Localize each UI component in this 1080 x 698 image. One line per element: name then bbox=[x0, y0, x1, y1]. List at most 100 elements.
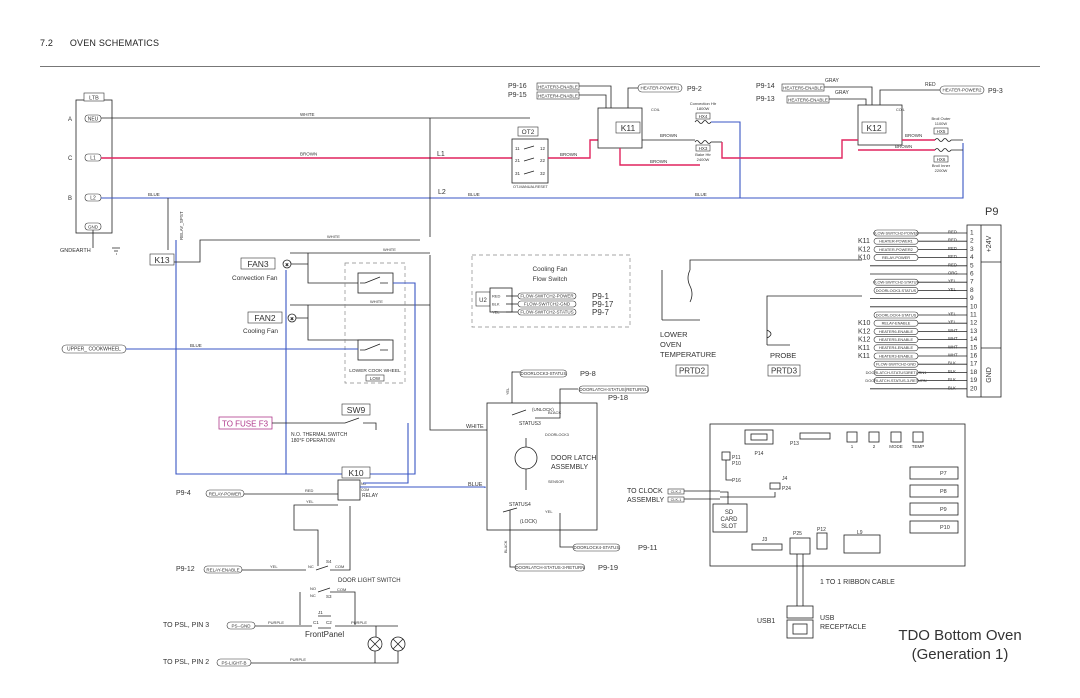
p9-pin-number: 16 bbox=[970, 353, 978, 360]
hx4-name: Convection Htr bbox=[690, 101, 717, 106]
board-p14: P14 bbox=[755, 451, 764, 457]
board-button bbox=[890, 431, 902, 443]
latch-tag-box bbox=[519, 369, 568, 378]
l1-wire-label: BROWN bbox=[300, 152, 317, 157]
k12-relay: P9-14 HEATER5-ENABLE P9-13 HEATER6-ENABL… bbox=[756, 78, 1003, 146]
k11-relay: P9-16 HEATER3-ENABLE P9-15 HEATER4-ENABL… bbox=[508, 82, 702, 149]
l2-label: L2 bbox=[438, 189, 446, 196]
probe-sensor: PROBE PRTD3 bbox=[766, 295, 862, 377]
p9-pin-number: 8 bbox=[970, 287, 974, 294]
flow-row-color: RED bbox=[492, 294, 501, 299]
usb-label-1: USB bbox=[820, 615, 835, 622]
latch-tag-box bbox=[514, 563, 586, 572]
l1-label: L1 bbox=[437, 151, 445, 158]
p9-tag-box bbox=[873, 254, 919, 261]
p9-pin-number: 2 bbox=[970, 238, 974, 245]
front-panel: TO PSL, PIN 3 PS--GND PURPLE PURPLE C1 C… bbox=[163, 610, 406, 667]
prtd2-tag: PRTD2 bbox=[679, 367, 706, 376]
p9-connector: P9 +24V GND 1REDFLOW-SWITCH2-POWER2REDHE… bbox=[858, 206, 1002, 398]
k12-tag2: HEATER6-ENABLE bbox=[788, 98, 828, 103]
fan2-white-label: WHITE bbox=[370, 299, 383, 304]
flow-row-pin: P9-1 bbox=[592, 292, 609, 301]
latch-tag-box bbox=[572, 543, 621, 552]
k11-out-wire-label: BROWN bbox=[660, 133, 677, 138]
p9-wire-color: RED bbox=[948, 254, 957, 259]
p9-tag-box bbox=[873, 246, 919, 253]
lower-cookwheel-label: LOWER COOK WHEEL bbox=[349, 368, 401, 374]
p9-pin-number: 19 bbox=[970, 377, 978, 384]
fan2: FAN2 ✖ Cooling Fan bbox=[243, 305, 390, 341]
p9-tag: DOORLOCK3-STATUS bbox=[876, 288, 917, 293]
p9-tag-box bbox=[873, 344, 919, 352]
hx6-watts: 2200W bbox=[935, 168, 948, 173]
k10-blue-label: BLUE bbox=[468, 482, 483, 488]
p9-tag-box bbox=[873, 311, 919, 319]
s3-nc: NC bbox=[310, 593, 316, 598]
lower-oven-l1: LOWER bbox=[660, 330, 688, 339]
hx3-label: HX3 bbox=[699, 146, 708, 151]
board-p10: P10 bbox=[732, 461, 741, 467]
board-right-connector bbox=[909, 502, 959, 516]
p9-pin-number: 17 bbox=[970, 361, 978, 368]
ot2-pin-31: 31 bbox=[515, 171, 521, 176]
latch-tag-pin: P9-8 bbox=[580, 369, 596, 378]
flow-row-tag-box bbox=[517, 292, 577, 300]
usb-label-2: RECEPTACLE bbox=[820, 624, 866, 631]
board-p11: P11 bbox=[732, 455, 741, 461]
ltb-label: LTB bbox=[89, 96, 99, 102]
p9-pin-number: 4 bbox=[970, 254, 974, 261]
fp-c1: C1 bbox=[313, 620, 319, 625]
latch-tag: DOORLATCH-STATUS(RETURN1) bbox=[579, 387, 649, 392]
board-right-connector bbox=[909, 466, 959, 480]
psl2-purple: PURPLE bbox=[290, 657, 306, 662]
l2-wire bbox=[101, 143, 964, 199]
p9-pin-number: 20 bbox=[970, 385, 978, 392]
p9-pin-number: 12 bbox=[970, 320, 978, 327]
fan3-label: FAN3 bbox=[247, 259, 269, 269]
ltb-row-c: C bbox=[68, 156, 73, 162]
hx4-watts: 1800W bbox=[697, 106, 710, 111]
p9-wire-color: WHT bbox=[948, 353, 958, 358]
sd-label-2: CARD bbox=[720, 517, 738, 523]
hx3-watts: 2400W bbox=[697, 157, 710, 162]
ot2-note: OT-MANUALRESET bbox=[513, 185, 548, 189]
ot2-thermostat: OT2 11 12 21 22 31 32 OT-MANUALRESET bbox=[511, 126, 548, 189]
diagram-title-line2: (Generation 1) bbox=[911, 646, 1009, 663]
board-button bbox=[846, 431, 858, 443]
fuse-f3-label: TO FUSE F3 bbox=[222, 420, 269, 429]
k11-hx3-wire bbox=[619, 148, 700, 166]
k12-tag2-pin: P9-13 bbox=[756, 96, 775, 103]
latch-black-1: BLACK bbox=[548, 410, 561, 415]
p9-tag: DOORLATCH-STATUS3RETURN1 bbox=[866, 370, 927, 375]
k10-enable-pin: P9-12 bbox=[176, 566, 195, 573]
k10-enable-tag: RELAY-ENABLE bbox=[206, 568, 239, 573]
k10-yel-label: YEL bbox=[306, 499, 314, 504]
upper-cookwheel-wire-label: BLUE bbox=[190, 343, 202, 348]
s3-com: COM bbox=[337, 587, 346, 592]
k11-tag1-pin: P9-16 bbox=[508, 83, 527, 90]
p9-tag: FLOW-SWITCH2-STATUS bbox=[873, 280, 919, 285]
k11-tag2-pin: P9-15 bbox=[508, 92, 527, 99]
latch-unlock: (UNLOCK) bbox=[532, 407, 554, 412]
hx5-watts: 1100W bbox=[935, 121, 948, 126]
flow-switch-title2: Flow Switch bbox=[533, 276, 568, 283]
p9-pin-number: 15 bbox=[970, 344, 978, 351]
fan2-name: Cooling Fan bbox=[243, 328, 278, 335]
board-button-label: MODE bbox=[889, 444, 903, 449]
latch-lock: (LOCK) bbox=[520, 519, 537, 525]
board-p24: P24 bbox=[782, 486, 791, 492]
ot2-to-k11-wire bbox=[548, 139, 602, 159]
p9-tag: HEATER3-ENABLE bbox=[879, 353, 914, 358]
latch-tag: DOORLOCK3-STATUS bbox=[521, 371, 567, 376]
psl2-tag: PS-LIGHT-B bbox=[221, 661, 246, 666]
usb-receptacle: USB1 USB RECEPTACLE bbox=[757, 605, 866, 639]
board-p13: P13 bbox=[790, 441, 799, 447]
k12-red: RED bbox=[925, 82, 936, 88]
flow-row-tag-box bbox=[517, 308, 577, 316]
psl3-purple: PURPLE bbox=[268, 620, 284, 625]
board-p16: P16 bbox=[732, 478, 741, 484]
p9-tag: DOORLATCH-STATUS-3-RETURN bbox=[865, 378, 926, 383]
p9-tag-box bbox=[873, 369, 919, 376]
